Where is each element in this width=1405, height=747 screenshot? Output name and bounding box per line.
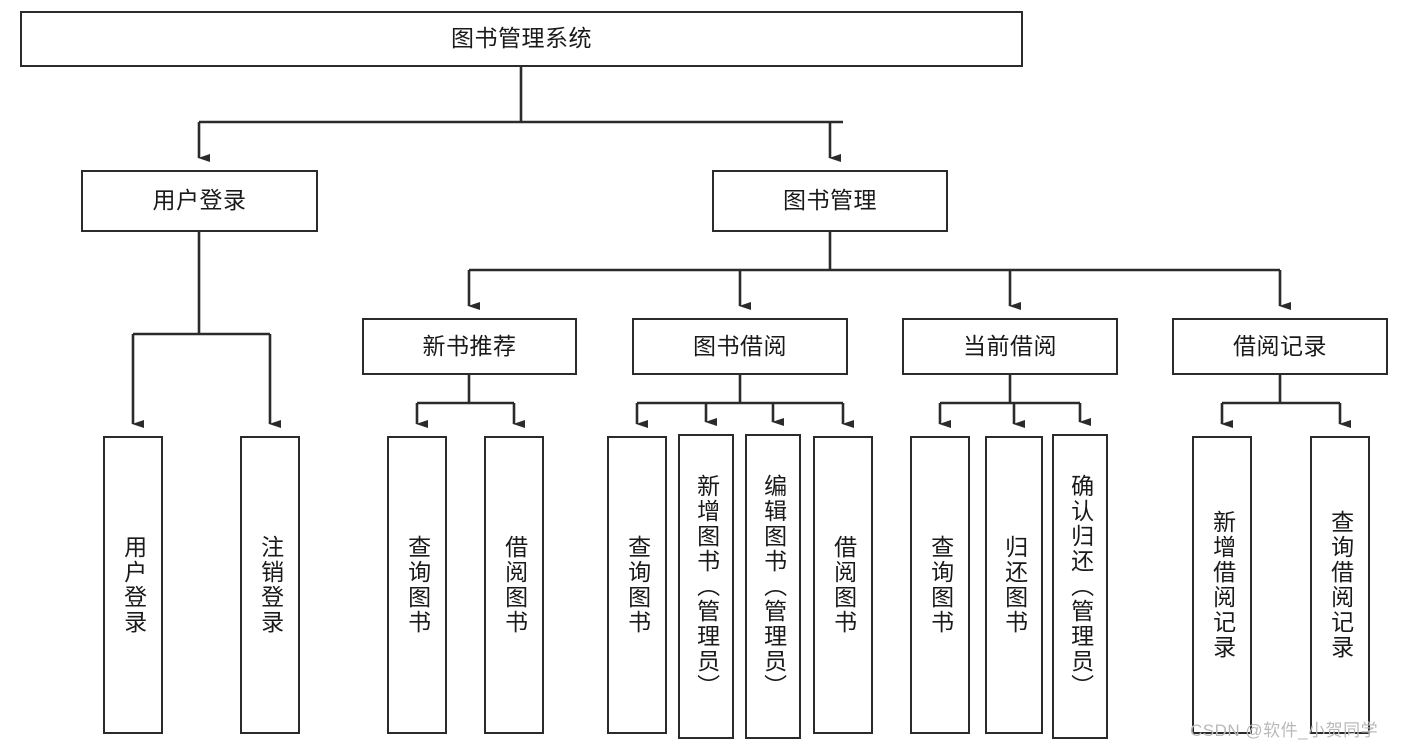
node-leaf-add-book-admin-label: 新增图书（管理员）: [693, 474, 720, 699]
node-leaf-query-book-rec[interactable]: 查询图书: [387, 436, 447, 734]
node-leaf-user-logout[interactable]: 注销登录: [240, 436, 300, 734]
node-leaf-add-borrow-record[interactable]: 新增借阅记录: [1192, 436, 1252, 734]
node-book-manage-label: 图书管理: [783, 187, 877, 214]
node-user-login[interactable]: 用户登录: [81, 170, 318, 232]
node-leaf-query-book-cur-label: 查询图书: [927, 535, 954, 635]
node-current-borrow-label: 当前借阅: [963, 332, 1057, 359]
node-leaf-borrow-book-rec[interactable]: 借阅图书: [484, 436, 544, 734]
node-leaf-query-book-bor-label: 查询图书: [624, 535, 651, 635]
node-book-borrow-label: 图书借阅: [693, 332, 787, 359]
node-leaf-query-book-cur[interactable]: 查询图书: [910, 436, 970, 734]
node-new-book-rec[interactable]: 新书推荐: [362, 318, 577, 375]
node-leaf-user-login-label: 用户登录: [120, 535, 147, 635]
node-borrow-record[interactable]: 借阅记录: [1172, 318, 1388, 375]
node-leaf-user-logout-label: 注销登录: [257, 535, 284, 635]
node-leaf-edit-book-admin[interactable]: 编辑图书（管理员）: [745, 434, 801, 739]
node-leaf-query-book-rec-label: 查询图书: [404, 535, 431, 635]
node-leaf-borrow-book-bor-label: 借阅图书: [830, 535, 857, 635]
node-leaf-query-book-bor[interactable]: 查询图书: [607, 436, 667, 734]
node-leaf-add-borrow-record-label: 新增借阅记录: [1209, 510, 1236, 660]
csdn-watermark: CSDN @软件_小贺同学: [1190, 721, 1379, 740]
node-leaf-confirm-return-admin[interactable]: 确认归还（管理员）: [1052, 434, 1108, 739]
node-leaf-user-login[interactable]: 用户登录: [103, 436, 163, 734]
node-user-login-label: 用户登录: [152, 187, 247, 214]
node-new-book-rec-label: 新书推荐: [422, 332, 517, 359]
node-leaf-borrow-book-rec-label: 借阅图书: [501, 535, 528, 635]
node-leaf-add-book-admin[interactable]: 新增图书（管理员）: [678, 434, 734, 739]
node-leaf-borrow-book-bor[interactable]: 借阅图书: [813, 436, 873, 734]
node-root[interactable]: 图书管理系统: [20, 11, 1023, 67]
node-leaf-query-borrow-record-label: 查询借阅记录: [1327, 510, 1354, 660]
node-leaf-return-book[interactable]: 归还图书: [985, 436, 1043, 734]
node-current-borrow[interactable]: 当前借阅: [902, 318, 1118, 375]
node-book-manage[interactable]: 图书管理: [712, 170, 948, 232]
node-leaf-return-book-label: 归还图书: [1001, 535, 1028, 635]
node-borrow-record-label: 借阅记录: [1233, 332, 1327, 359]
node-leaf-edit-book-admin-label: 编辑图书（管理员）: [760, 474, 787, 699]
node-leaf-confirm-return-admin-label: 确认归还（管理员）: [1067, 474, 1094, 699]
node-book-borrow[interactable]: 图书借阅: [632, 318, 848, 375]
node-root-label: 图书管理系统: [451, 25, 592, 52]
node-leaf-query-borrow-record[interactable]: 查询借阅记录: [1310, 436, 1370, 734]
